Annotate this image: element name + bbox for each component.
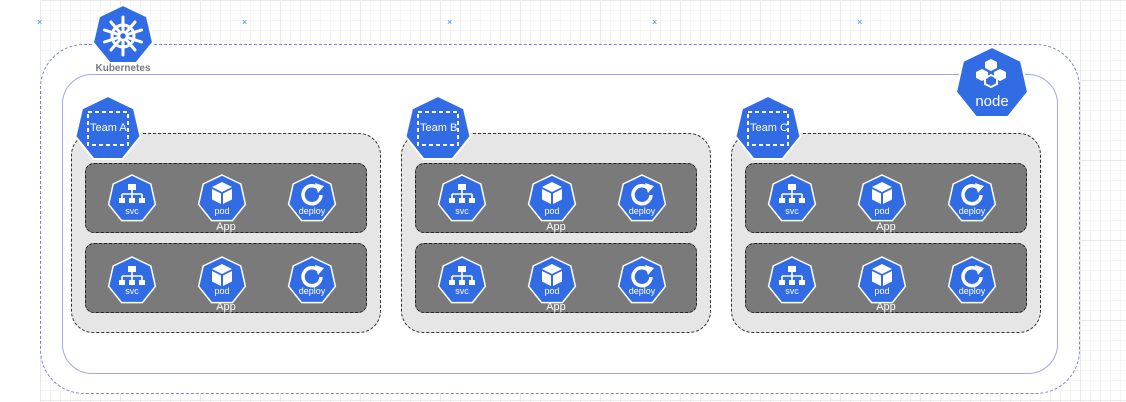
svc-component[interactable] — [437, 256, 487, 306]
team-c-badge[interactable] — [733, 94, 803, 163]
svc-component[interactable] — [107, 174, 157, 224]
kubernetes-logo[interactable] — [90, 3, 156, 67]
team-b-badge[interactable] — [403, 94, 473, 163]
service-network-icon — [437, 174, 487, 222]
service-network-icon — [767, 174, 817, 222]
deploy-component[interactable] — [617, 174, 667, 224]
app-label: App — [876, 301, 896, 313]
deploy-component[interactable] — [287, 256, 337, 306]
svc-label: svc — [785, 286, 799, 296]
app-label: App — [546, 221, 566, 233]
node-badge[interactable] — [952, 45, 1032, 123]
pod-label: pod — [874, 206, 890, 216]
pod-label: pod — [214, 206, 230, 216]
app-label: App — [216, 221, 236, 233]
connection-marker: × — [652, 17, 658, 27]
deploy-component[interactable] — [947, 256, 997, 306]
deploy-cycle-icon — [617, 174, 667, 222]
team-b-label: Team B — [420, 122, 458, 134]
team-a-badge[interactable] — [73, 94, 143, 163]
deploy-component[interactable] — [947, 174, 997, 224]
service-network-icon — [107, 256, 157, 304]
svc-component[interactable] — [107, 256, 157, 306]
pod-cube-icon — [857, 174, 907, 222]
namespace-icon — [734, 94, 802, 160]
deploy-cycle-icon — [617, 256, 667, 304]
deploy-label: deploy — [958, 286, 986, 296]
pod-label: pod — [544, 286, 560, 296]
node-icon — [954, 45, 1030, 118]
pod-cube-icon — [527, 256, 577, 304]
pod-component[interactable] — [857, 174, 907, 224]
pod-component[interactable] — [527, 174, 577, 224]
deploy-cycle-icon — [947, 256, 997, 304]
app-label: App — [876, 221, 896, 233]
svc-component[interactable] — [437, 174, 487, 224]
service-network-icon — [107, 174, 157, 222]
service-network-icon — [437, 256, 487, 304]
namespace-icon — [404, 94, 472, 160]
deploy-label: deploy — [298, 286, 326, 296]
pod-label: pod — [874, 286, 890, 296]
pod-component[interactable] — [527, 256, 577, 306]
team-c-label: Team C — [750, 122, 788, 134]
deploy-cycle-icon — [947, 174, 997, 222]
connection-marker: × — [857, 17, 863, 27]
deploy-label: deploy — [298, 206, 326, 216]
kubernetes-helm-icon — [91, 3, 155, 64]
namespace-icon — [74, 94, 142, 160]
kubernetes-label: Kubernetes — [95, 63, 151, 74]
team-a-label: Team A — [90, 122, 127, 134]
pod-cube-icon — [857, 256, 907, 304]
pod-component[interactable] — [197, 256, 247, 306]
deploy-cycle-icon — [287, 174, 337, 222]
pod-cube-icon — [197, 174, 247, 222]
deploy-cycle-icon — [287, 256, 337, 304]
svc-label: svc — [125, 286, 139, 296]
pod-cube-icon — [197, 256, 247, 304]
connection-marker: × — [242, 17, 248, 27]
pod-component[interactable] — [857, 256, 907, 306]
app-label: App — [546, 301, 566, 313]
deploy-component[interactable] — [617, 256, 667, 306]
svc-label: svc — [455, 206, 469, 216]
node-label: node — [975, 93, 1009, 110]
canvas-margin — [0, 0, 40, 402]
svc-component[interactable] — [767, 174, 817, 224]
app-label: App — [216, 301, 236, 313]
svc-component[interactable] — [767, 256, 817, 306]
connection-marker: × — [37, 17, 43, 27]
service-network-icon — [767, 256, 817, 304]
pod-cube-icon — [527, 174, 577, 222]
pod-component[interactable] — [197, 174, 247, 224]
pod-label: pod — [214, 286, 230, 296]
svc-label: svc — [785, 206, 799, 216]
connection-marker: × — [447, 17, 453, 27]
svc-label: svc — [455, 286, 469, 296]
svc-label: svc — [125, 206, 139, 216]
deploy-component[interactable] — [287, 174, 337, 224]
deploy-label: deploy — [958, 206, 986, 216]
pod-label: pod — [544, 206, 560, 216]
deploy-label: deploy — [628, 286, 656, 296]
deploy-label: deploy — [628, 206, 656, 216]
